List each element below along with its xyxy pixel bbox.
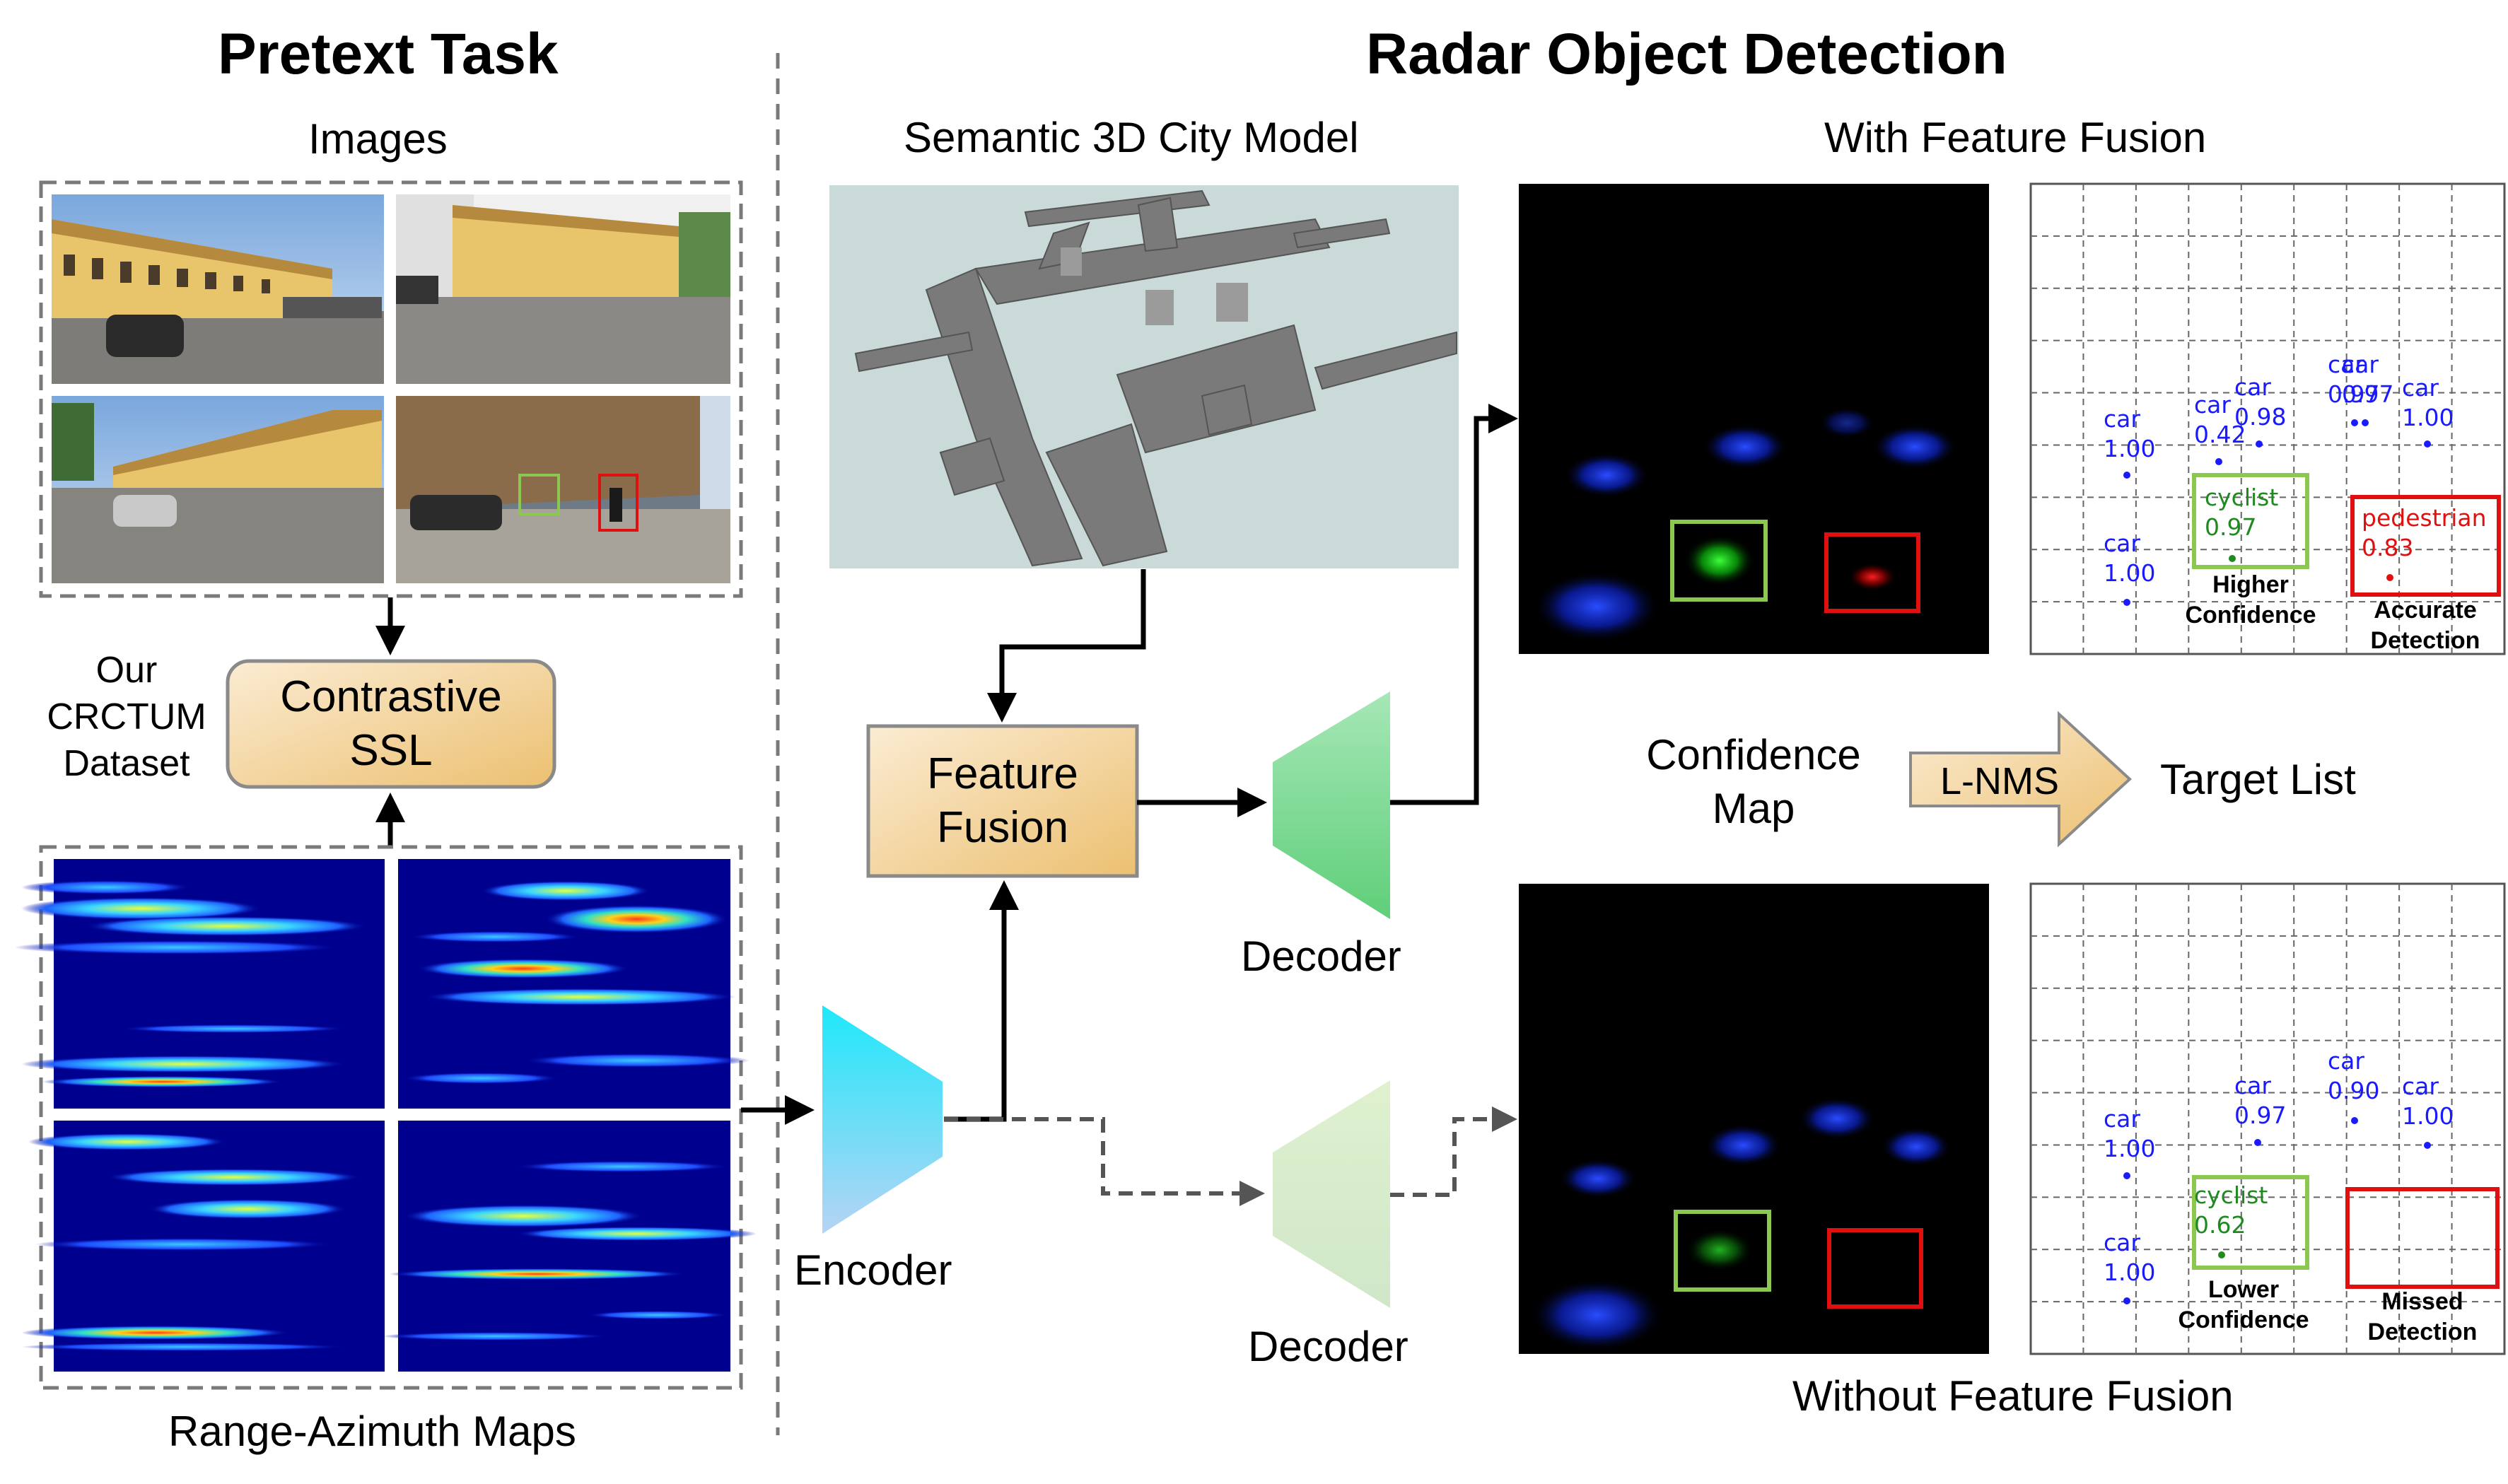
- label-confidence-map-line1: Confidence: [1646, 731, 1861, 778]
- decoder-bottom-block: [1273, 1080, 1390, 1308]
- heading-pretext-task: Pretext Task: [218, 22, 559, 86]
- street-photo-1: [52, 194, 384, 384]
- ra-dashed-frame: [39, 845, 743, 1390]
- label-encoder: Encoder: [794, 1246, 952, 1294]
- label-decoder-bottom: Decoder: [1248, 1323, 1408, 1370]
- decoder-top-block: [1273, 691, 1390, 919]
- target-plot-without-fusion: [2029, 882, 2506, 1355]
- street-photo-4: [396, 396, 730, 583]
- label-with-feature-fusion: With Feature Fusion: [1824, 114, 2207, 161]
- ra-map-2: [398, 859, 750, 1109]
- confidence-map-without-fusion: [1519, 884, 1989, 1354]
- label-target-list: Target List: [2160, 756, 2356, 803]
- label-dataset-line1: Our: [95, 650, 158, 691]
- ra-map-3: [21, 1121, 385, 1372]
- label-dataset: Our CRCTUM Dataset: [34, 647, 219, 787]
- label-range-azimuth-maps: Range-Azimuth Maps: [168, 1408, 576, 1455]
- label-dataset-line2: CRCTUM: [47, 696, 206, 737]
- range-azimuth-panel: [14, 845, 757, 1390]
- heading-radar-object-detection: Radar Object Detection: [1366, 22, 2007, 86]
- street-photo-3: [52, 396, 384, 583]
- images-panel: [39, 180, 743, 598]
- label-without-feature-fusion: Without Feature Fusion: [1792, 1372, 2234, 1420]
- feature-fusion-label: Feature Fusion: [868, 726, 1137, 876]
- encoder-block: [822, 1005, 943, 1234]
- contrastive-ssl-line2: SSL: [349, 726, 433, 775]
- label-images: Images: [308, 115, 448, 163]
- confidence-map-with-fusion: [1519, 184, 1989, 654]
- label-dataset-line3: Dataset: [63, 743, 190, 784]
- label-lnms: L-NMS: [1940, 760, 2060, 802]
- label-decoder-top: Decoder: [1241, 933, 1401, 980]
- label-semantic-city-model: Semantic 3D City Model: [904, 114, 1359, 161]
- city-model-render: [829, 185, 1459, 568]
- images-dashed-frame: [39, 180, 743, 598]
- label-confidence-map-line2: Map: [1712, 785, 1795, 832]
- feature-fusion-line1: Feature: [927, 749, 1078, 798]
- ra-map-4: [382, 1121, 757, 1372]
- ra-map-1: [14, 859, 385, 1109]
- label-confidence-map: Confidence Map: [1619, 728, 1888, 836]
- street-photo-2: [396, 194, 730, 384]
- feature-fusion-block: [866, 724, 1139, 878]
- lnms-arrow: [1909, 711, 2132, 848]
- target-plot-with-fusion: [2029, 182, 2506, 655]
- feature-fusion-line2: Fusion: [936, 803, 1069, 852]
- contrastive-ssl-block: [226, 659, 556, 789]
- contrastive-ssl-label: Contrastive SSL: [228, 661, 554, 787]
- contrastive-ssl-line1: Contrastive: [280, 672, 502, 721]
